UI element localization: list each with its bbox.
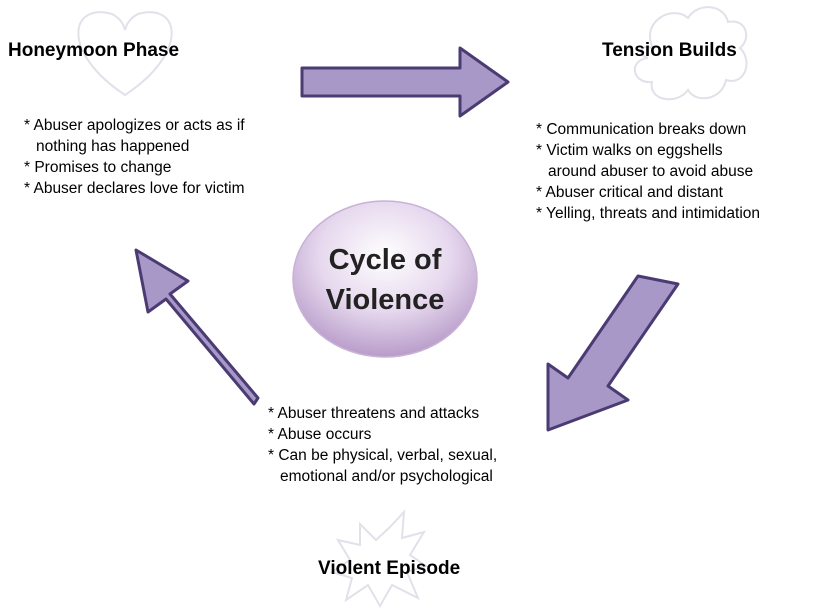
list-item: * Promises to change: [24, 159, 172, 176]
arrow-to-honeymoon: [134, 248, 260, 406]
honeymoon-phase-title: Honeymoon Phase: [8, 40, 180, 61]
list-item: nothing has happened: [36, 138, 190, 155]
list-item: * Abuser critical and distant: [536, 184, 723, 201]
cycle-center-label: Cycle of Violence: [293, 230, 477, 330]
honeymoon-list: * Abuser apologizes or acts as if nothin…: [24, 115, 245, 199]
center-line-2: Violence: [325, 284, 445, 316]
cycle-center-ellipse: [292, 200, 478, 358]
list-item: * Victim walks on eggshells: [536, 142, 723, 159]
tension-list: * Communication breaks down * Victim wal…: [536, 119, 760, 224]
list-item: * Abuse occurs: [268, 426, 372, 443]
list-item: around abuser to avoid abuse: [548, 163, 754, 180]
center-line-1: Cycle of: [328, 244, 442, 276]
arrow-to-violent: [546, 274, 680, 432]
cloud-icon: [633, 6, 748, 101]
list-item: * Yelling, threats and intimidation: [536, 205, 761, 222]
list-item: * Can be physical, verbal, sexual,: [268, 447, 498, 464]
list-item: * Abuser apologizes or acts as if: [24, 117, 245, 134]
explosion-icon: [329, 509, 429, 609]
list-item: * Abuser threatens and attacks: [268, 405, 480, 422]
violent-list: * Abuser threatens and attacks * Abuse o…: [268, 403, 497, 487]
heart-icon: [77, 11, 173, 97]
violent-episode-title: Violent Episode: [318, 558, 461, 579]
list-item: * Communication breaks down: [536, 121, 747, 138]
list-item: * Abuser declares love for victim: [24, 180, 245, 197]
list-item: emotional and/or psychological: [280, 468, 493, 485]
arrow-to-tension: [300, 46, 510, 118]
tension-builds-title: Tension Builds: [602, 40, 737, 61]
